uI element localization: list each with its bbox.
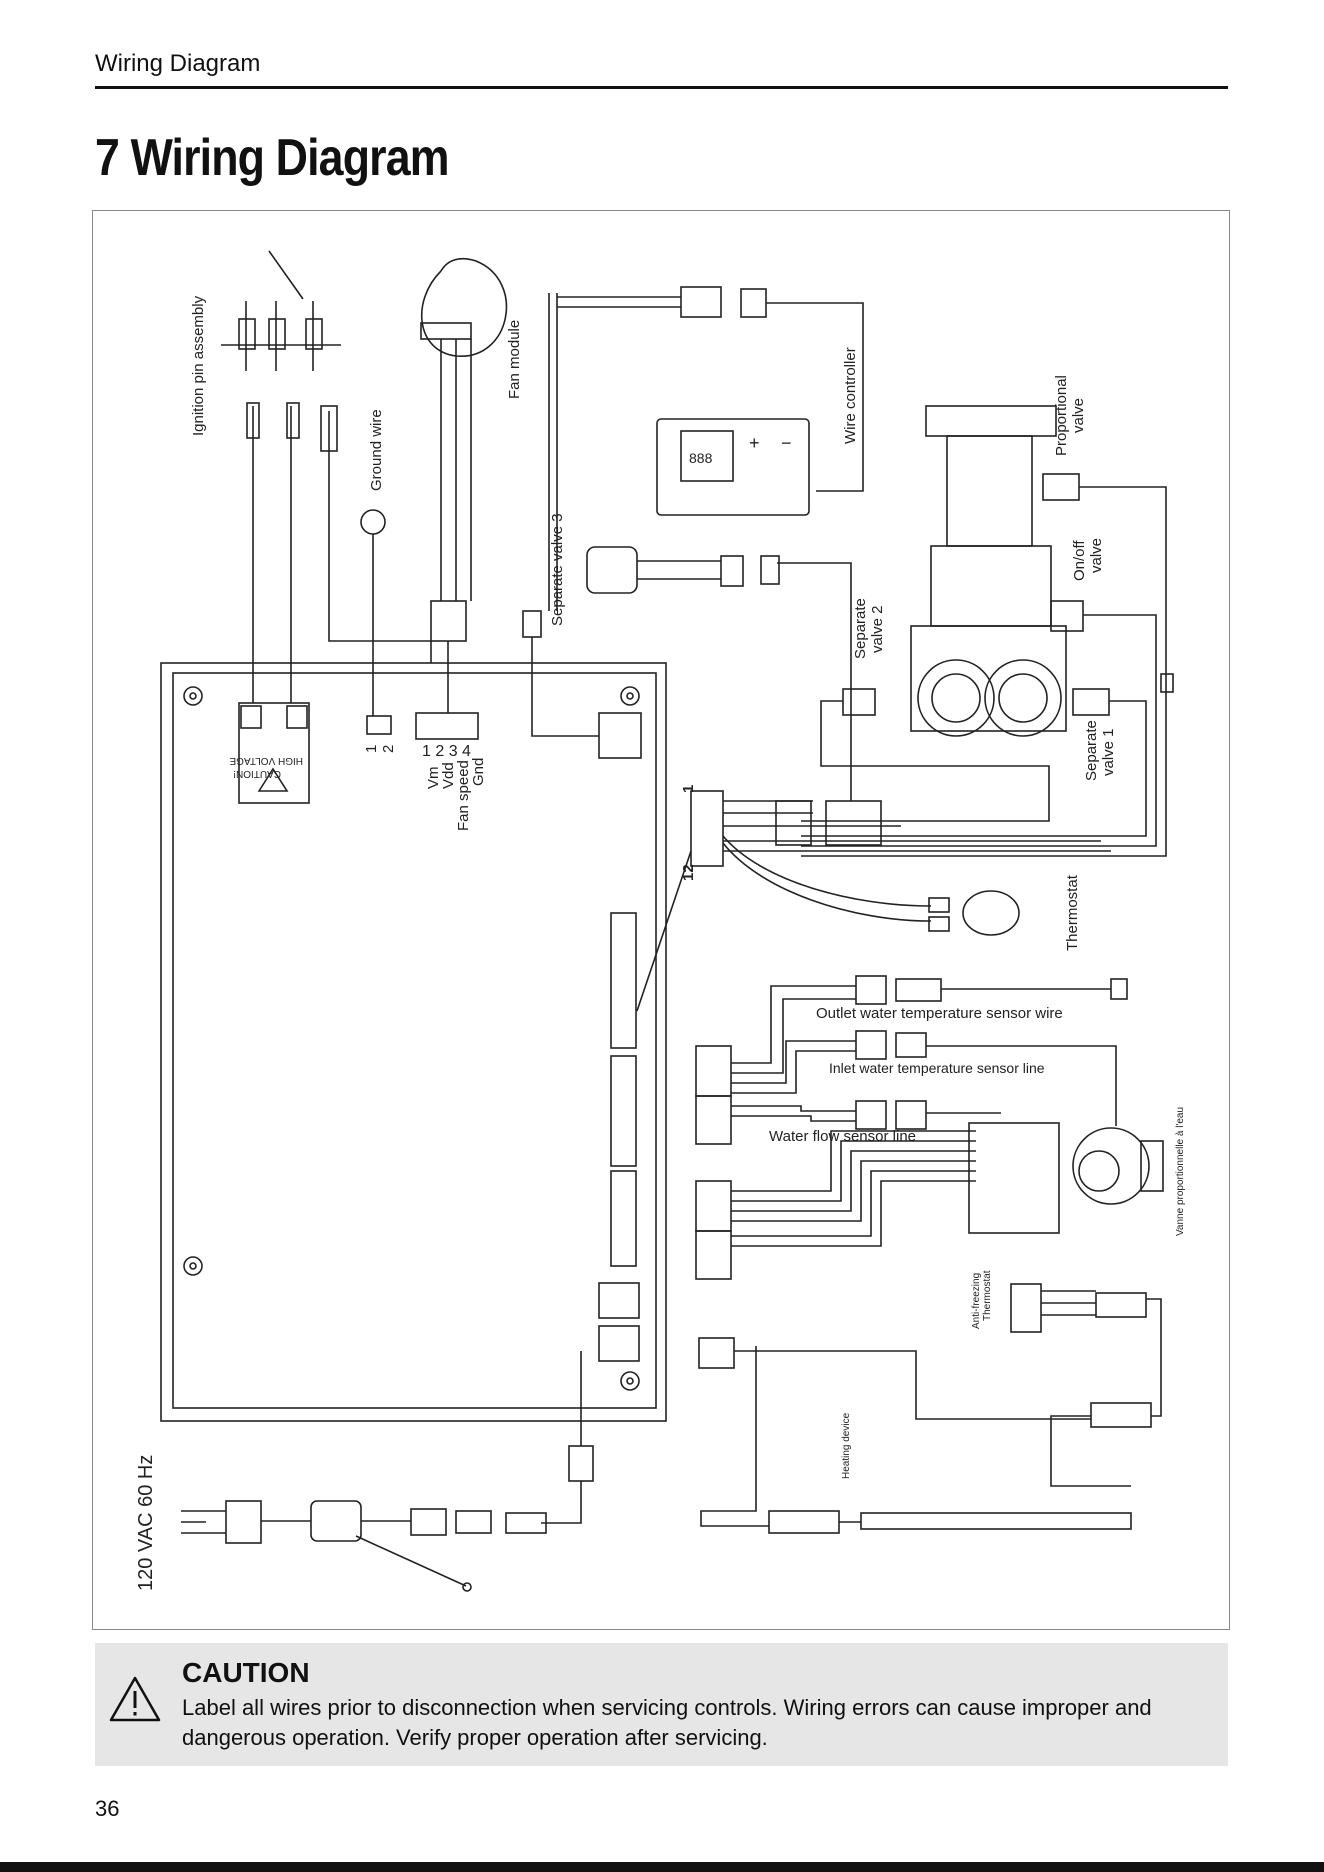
label-separate-valve-1: Separate xyxy=(1083,720,1100,781)
running-header: Wiring Diagram xyxy=(95,50,261,77)
wire-controller-panel xyxy=(656,418,810,516)
label-thermostat: Thermostat xyxy=(1064,874,1081,951)
warning-icon xyxy=(109,1676,161,1722)
label-separate-valve-3: Separate valve 3 xyxy=(549,513,566,626)
label-proportional-valve: Proportional xyxy=(1053,375,1070,456)
header-rule xyxy=(95,86,1228,89)
label-separate-valve-2: Separate xyxy=(852,598,869,659)
label-heating-device: Heating device xyxy=(841,1412,852,1479)
label-separate-valve-1b: valve 1 xyxy=(1100,728,1117,776)
caution-box: CAUTION Label all wires prior to disconn… xyxy=(95,1643,1228,1766)
fan-connector xyxy=(415,712,479,740)
label-high-voltage: HIGH VOLTAGE xyxy=(229,755,303,766)
high-voltage-block xyxy=(238,702,310,804)
label-vdd: Vdd xyxy=(440,762,457,789)
label-caution-board: CAUTION! xyxy=(233,768,281,779)
label-vanne-proportionnelle: Vanne proportionnelle à l'eau xyxy=(1175,1107,1186,1236)
water-proportional-valve xyxy=(968,1122,1060,1234)
label-anti-freezing: Anti-freezing xyxy=(971,1273,982,1329)
label-wire-controller: Wire controller xyxy=(842,347,859,444)
label-pin-1: 1 xyxy=(363,745,380,753)
main-harness-connector xyxy=(690,790,724,867)
heating-element xyxy=(860,1512,1132,1530)
section-heading: 7 Wiring Diagram xyxy=(95,129,449,187)
wiring-diagram-frame: Ignition pin assembly Ground wire Fan mo… xyxy=(92,210,1230,1630)
label-vm: Vm xyxy=(425,767,442,790)
label-ignition-pin-assembly: Ignition pin assembly xyxy=(190,295,207,436)
page-number: 36 xyxy=(95,1796,120,1821)
label-plus: + xyxy=(749,433,760,453)
label-power-supply: 120 VAC 60 Hz xyxy=(135,1455,157,1591)
label-anti-freezing-thermostat: Thermostat xyxy=(982,1270,993,1321)
ground-connector xyxy=(366,715,392,735)
label-fan-pins: 1 2 3 4 xyxy=(422,743,471,760)
label-proportional-valve-2: valve xyxy=(1070,398,1087,433)
label-pin-2: 2 xyxy=(380,745,397,753)
label-ground-wire: Ground wire xyxy=(368,409,385,491)
caution-text: Label all wires prior to disconnection w… xyxy=(182,1695,1152,1750)
label-minus: − xyxy=(781,433,792,453)
label-fan-speed: Fan speed xyxy=(455,760,472,831)
label-onoff-valve-2: valve xyxy=(1088,538,1105,573)
label-connector-12: 12 xyxy=(680,864,697,881)
label-display: 888 xyxy=(689,450,713,466)
label-flow-sensor: Water flow sensor line xyxy=(769,1128,916,1145)
label-separate-valve-2b: valve 2 xyxy=(869,605,886,653)
label-fan-module: Fan module xyxy=(506,320,523,399)
wiring-diagram: Ignition pin assembly Ground wire Fan mo… xyxy=(135,250,1186,1592)
control-board xyxy=(160,662,667,1422)
bottom-bar xyxy=(0,1862,1324,1872)
label-connector-1: 1 xyxy=(680,785,697,793)
gas-valve-assembly xyxy=(925,405,1057,437)
caution-title: CAUTION xyxy=(182,1657,310,1688)
label-onoff-valve: On/off xyxy=(1071,540,1088,581)
label-gnd: Gnd xyxy=(470,758,487,786)
label-inlet-sensor: Inlet water temperature sensor line xyxy=(829,1060,1045,1076)
label-outlet-sensor: Outlet water temperature sensor wire xyxy=(816,1005,1063,1022)
